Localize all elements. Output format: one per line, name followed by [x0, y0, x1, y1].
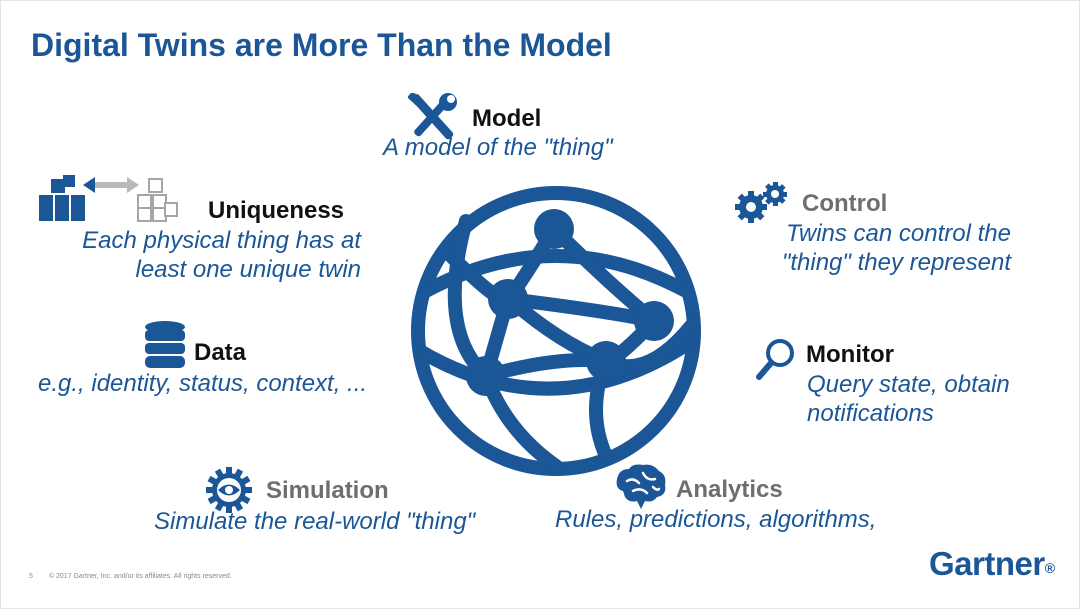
data-description: e.g., identity, status, context, ... — [38, 370, 368, 397]
control-description: Twins can control the "thing" they repre… — [701, 219, 1011, 277]
control-description-line-2: "thing" they represent — [781, 249, 1011, 276]
simulation-description: Simulate the real-world "thing" — [154, 508, 476, 535]
simulation-label: Simulation — [266, 477, 389, 504]
brain-icon — [613, 461, 669, 511]
globe-network-icon — [406, 181, 706, 481]
tools-icon — [404, 93, 460, 141]
uniqueness-description: Each physical thing has at least one uni… — [31, 226, 361, 284]
page-number: 5 — [29, 573, 33, 580]
analytics-label: Analytics — [676, 476, 783, 503]
model-label: Model — [472, 105, 542, 132]
uniqueness-description-line-2: least one unique twin — [135, 256, 362, 283]
model-description: A model of the "thing" — [383, 134, 613, 161]
uniqueness-label: Uniqueness — [208, 197, 345, 224]
control-label: Control — [802, 190, 888, 217]
database-icon — [144, 321, 186, 369]
data-label: Data — [194, 339, 247, 366]
brand-name: Gartner — [929, 545, 1045, 582]
cubes-arrow-icon — [37, 173, 179, 223]
monitor-description-line-1: Query state, obtain — [807, 371, 1010, 398]
footer: 5 © 2017 Gartner, Inc. and/or its affili… — [29, 573, 232, 580]
monitor-label: Monitor — [806, 341, 894, 368]
copyright-text: © 2017 Gartner, Inc. and/or its affiliat… — [48, 573, 232, 580]
gartner-logo: Gartner® — [929, 545, 1055, 583]
brand-mark: ® — [1044, 560, 1055, 576]
magnifier-icon — [755, 337, 797, 381]
control-description-line-1: Twins can control the — [786, 220, 1011, 247]
eye-gear-icon — [206, 467, 252, 513]
uniqueness-description-line-1: Each physical thing has at — [82, 227, 361, 254]
monitor-description: Query state, obtain notifications — [807, 370, 1010, 428]
slide-title: Digital Twins are More Than the Model — [31, 27, 612, 63]
monitor-description-line-2: notifications — [807, 400, 934, 427]
gears-icon — [735, 181, 793, 223]
analytics-description: Rules, predictions, algorithms, — [555, 506, 877, 533]
